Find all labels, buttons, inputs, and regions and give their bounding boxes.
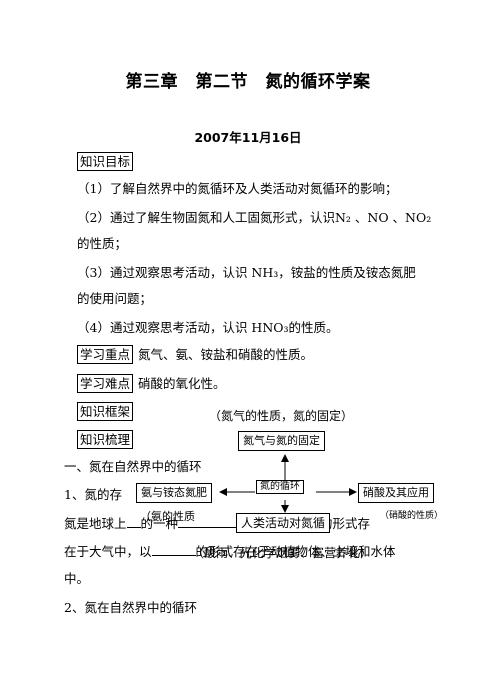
review-label: 知识梳理: [77, 430, 134, 449]
key-points-label: 学习重点: [77, 345, 134, 364]
document-date: 2007年11月16日: [194, 130, 302, 145]
paragraph-text-e: 的形式存在于动植物体、土壤和水体: [195, 544, 396, 559]
node-nitrogen-cycle: 氮的循环: [256, 480, 304, 494]
blank-3: [151, 555, 196, 556]
top-caption: （氮气的性质，氮的固定）: [209, 409, 354, 423]
objective-line-2: （2）通过了解生物固氮和人工固氮形式，认识N₂ 、NO 、NO₂: [77, 210, 432, 225]
objective-line-3: 的性质；: [77, 236, 128, 251]
objective-line-4: （3）通过观察思考活动，认识 NH₃，铵盐的性质及铵态氮肥: [77, 265, 416, 280]
node-nitrogen-fixation: 氮气与氮的固定: [238, 431, 325, 451]
subsection-1: 1、氮的存: [64, 487, 122, 502]
blank-1: [126, 527, 141, 528]
framework-label: 知识框架: [77, 402, 134, 421]
difficulty-text: 硝酸的氧化性。: [138, 376, 226, 391]
paragraph-text-b: 的一种: [140, 516, 179, 531]
node-nitric-acid: 硝酸及其应用: [358, 483, 434, 503]
paragraph-line-3: 中。: [64, 571, 90, 586]
paragraph-text-c: 的形式存: [320, 516, 371, 531]
objective-line-1: （1）了解自然界中的氮循环及人类活动对氮循环的影响；: [77, 181, 398, 196]
key-points-text: 氮气、氨、铵盐和硝酸的性质。: [138, 347, 314, 362]
difficulty-label: 学习难点: [77, 374, 134, 393]
paragraph-text-a: 氮是地球上: [64, 516, 127, 531]
objectives-label: 知识目标: [77, 152, 134, 171]
bottom-caption: （酸雨、光化学烟雾、富营养化）: [192, 546, 373, 560]
paragraph-line-1: 氮是地球上的一种 的形式存: [64, 516, 370, 532]
page-title: 第三章 第二节 氮的循环学案: [125, 72, 371, 92]
node-ammonia: 氨与铵态氮肥: [136, 483, 212, 503]
objective-line-5: 的使用问题；: [77, 291, 153, 306]
paragraph-text-d: 在于大气中，以: [64, 544, 152, 559]
node-human-activity: 人类活动对氮循: [236, 513, 331, 533]
paragraph-line-2: 在于大气中，以 的形式存在于动植物体、土壤和水体: [64, 544, 396, 560]
left-caption: （氨的性质: [140, 510, 195, 523]
right-caption: （硝酸的性质）: [380, 511, 444, 521]
section-heading-2: 2、氮在自然界中的循环: [64, 600, 197, 615]
objective-line-6: （4）通过观察思考活动，认识 HNO₃的性质。: [77, 320, 339, 335]
section-heading-1: 一、氮在自然界中的循环: [64, 459, 202, 474]
